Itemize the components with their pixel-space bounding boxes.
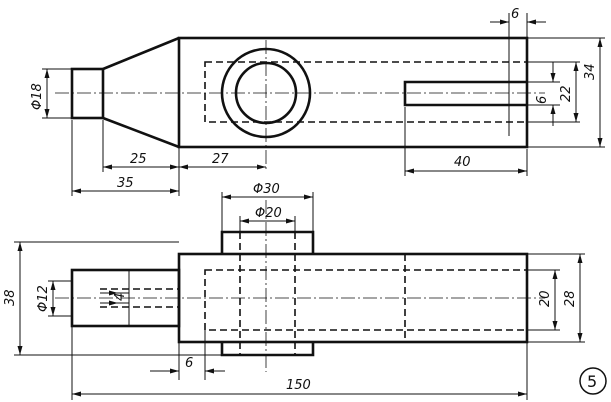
dim-d18: Φ18 [30,68,72,119]
top-body-outline [177,36,529,149]
front-boss-bottom [220,342,315,357]
dim-d20: Φ20 [239,206,296,232]
sheet-number: 5 [587,372,597,391]
front-hidden-bore [204,269,528,331]
svg-text:4: 4 [113,293,128,301]
dim-28: 28 [527,253,585,343]
dim-d30: Φ30 [221,182,314,232]
svg-text:34: 34 [583,63,598,80]
svg-text:25: 25 [130,152,147,167]
top-view: Φ18 25 27 35 [30,7,605,196]
dim-35: 35 [71,120,179,196]
svg-text:22: 22 [559,85,574,102]
dim-6-slot: 6 [527,62,560,126]
svg-text:6: 6 [511,7,519,22]
dim-6-top: 6 [490,7,546,136]
svg-text:27: 27 [212,152,229,167]
dim-d12: Φ12 [36,280,72,317]
svg-text:38: 38 [3,289,18,306]
dim-25: 25 [102,120,180,196]
svg-text:Φ12: Φ12 [36,285,51,312]
svg-text:6: 6 [535,96,550,104]
top-shank-outline [70,67,105,120]
dim-38: 38 [3,241,222,356]
top-hidden-bore [204,61,528,123]
dim-40: 40 [404,107,528,176]
front-boss-top [220,230,315,254]
svg-text:150: 150 [286,378,311,393]
svg-text:Φ20: Φ20 [255,206,282,221]
svg-text:Φ18: Φ18 [30,83,45,110]
dim-22: 22 [527,61,580,123]
dim-4: 4 [100,270,130,326]
dim-34: 34 [527,37,605,148]
svg-text:28: 28 [563,290,578,307]
dim-6-bottom: 6 [150,330,225,380]
dim-150: 150 [71,326,528,400]
svg-text:35: 35 [117,176,134,191]
svg-text:Φ30: Φ30 [253,182,280,197]
svg-text:6: 6 [185,356,193,371]
dim-27: 27 [179,152,266,170]
top-taper [102,36,180,149]
top-slot [403,80,527,107]
sheet-number-badge: 5 [579,367,607,395]
dim-20: 20 [527,269,560,331]
svg-text:20: 20 [538,290,553,307]
svg-text:40: 40 [454,155,471,170]
front-view: Φ30 Φ20 38 Φ12 [3,182,585,400]
